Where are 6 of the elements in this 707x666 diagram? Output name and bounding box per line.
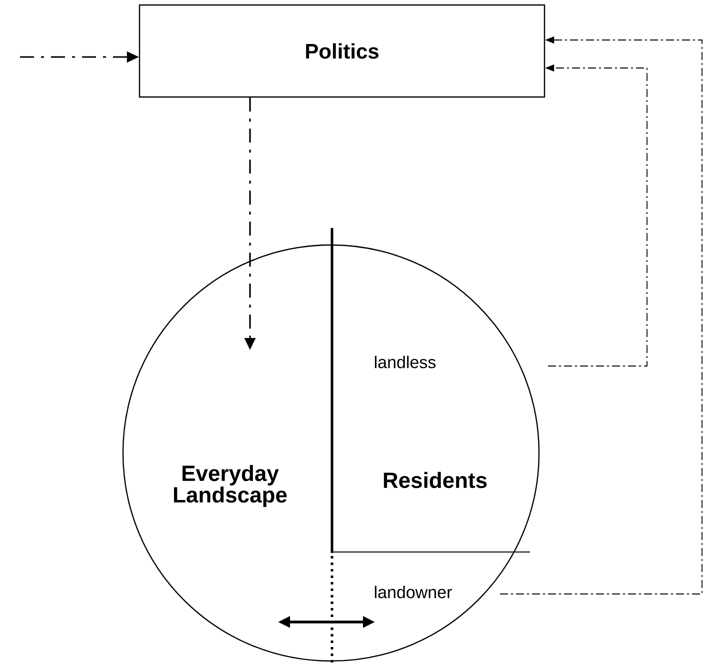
circle <box>122 244 540 662</box>
region-label: landowner <box>374 586 452 598</box>
region-label: Residents <box>384 472 487 488</box>
region-label: Everyday Landscape <box>174 464 287 507</box>
region-label: landless <box>374 356 436 368</box>
process-box: Politics <box>138 4 546 98</box>
